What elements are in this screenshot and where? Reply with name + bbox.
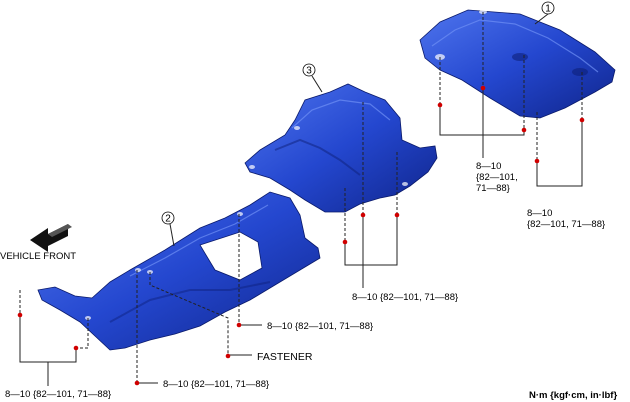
fastener-callout: FASTENER (257, 351, 313, 363)
vehicle-front-arrow-icon (30, 224, 72, 252)
svg-text:{82—101,: {82—101, (476, 172, 518, 183)
part-2-upper-torque-callout: 8—10 {82—101, 71—88} (267, 321, 373, 332)
units-legend: N·m {kgf·cm, in·lbf} (529, 390, 617, 401)
part-2-number: 2 (165, 214, 171, 225)
part-2-left-torque-callout: 8—10 {82—101, 71—88} (5, 389, 111, 400)
svg-text:71—88}: 71—88} (476, 183, 510, 194)
heat-insulator-part-2 (37, 191, 321, 351)
part-1-number-badge: 1 (541, 1, 555, 15)
part-1-number: 1 (545, 4, 551, 15)
part-3-number-badge: 3 (302, 63, 316, 77)
part-3-leaders (342, 102, 400, 288)
svg-text:{82—101, 71—88}: {82—101, 71—88} (527, 219, 605, 230)
part-3-number: 3 (306, 66, 312, 77)
part-2-number-badge: 2 (161, 211, 175, 225)
part-2-leaders (17, 214, 262, 386)
part-1-leaders (437, 12, 585, 187)
part-2-lower-torque-callout: 8—10 {82—101, 71—88} (163, 379, 269, 390)
part-1-right-torque-callout: 8—10 {82—101, 71—88} (527, 208, 605, 230)
heat-insulator-part-3 (244, 82, 438, 213)
svg-text:8—10: 8—10 (476, 161, 501, 172)
svg-text:8—10: 8—10 (527, 208, 552, 219)
part-1-left-torque-callout: 8—10 {82—101, 71—88} (476, 161, 518, 194)
part-3-torque-callout: 8—10 {82—101, 71—88} (352, 292, 458, 303)
vehicle-front-label: VEHICLE FRONT (0, 251, 76, 262)
heat-insulator-part-1 (419, 9, 616, 119)
